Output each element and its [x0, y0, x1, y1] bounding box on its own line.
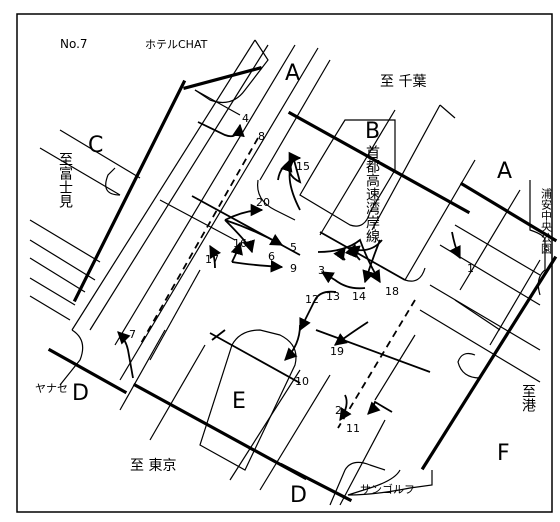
- expressway-island: [299, 119, 396, 227]
- road-letter-b: B: [365, 119, 380, 144]
- centerline-dashed-west: [139, 137, 259, 346]
- movement-number: 9: [290, 262, 297, 275]
- movement-number: 11: [346, 422, 360, 435]
- stop-lines: [47, 66, 558, 503]
- road-letter-e: E: [232, 389, 246, 414]
- movement-numbers: 1 2 3 4 5 6 7 8 9 10 11 12 13 14 15 16 1…: [129, 112, 474, 435]
- movement-number: 14: [352, 290, 366, 303]
- movement-number: 16: [233, 237, 247, 250]
- labels: No.7 ホテルCHAT 至 千葉 至富士見 首都高速湾岸線 浦安中央公園 ヤナ…: [35, 37, 553, 508]
- movement-number: 4: [242, 112, 249, 125]
- label-urayasu-park: 浦安中央公園: [540, 188, 553, 255]
- road-letter-f: F: [497, 441, 510, 466]
- movement-number: 6: [268, 250, 275, 263]
- road-letter-a-top: A: [285, 61, 300, 86]
- label-yanase: ヤナセ: [35, 382, 68, 395]
- movement-number: 7: [129, 328, 136, 341]
- road-letter-d-bottom: D: [290, 483, 307, 508]
- movement-number: 2: [335, 404, 342, 417]
- label-to-tokyo: 至 東京: [130, 458, 176, 474]
- label-to-fujimi: 至富士見: [57, 152, 73, 209]
- movement-number: 13: [326, 290, 340, 303]
- road-lines-crossing: [29, 89, 541, 383]
- movement-number: 12: [305, 293, 319, 306]
- road-letter-c: C: [88, 133, 103, 158]
- movement-number: 17: [205, 253, 219, 266]
- label-to-minato: 至港: [520, 384, 536, 412]
- movement-number: 1: [467, 262, 474, 275]
- movement-number: 19: [330, 345, 344, 358]
- movement-arrows: [117, 121, 461, 422]
- label-hotel-chat: ホテルCHAT: [145, 38, 208, 51]
- road-letter-d-left: D: [72, 381, 89, 406]
- movement-number: 8: [258, 130, 265, 143]
- figure-number: No.7: [60, 37, 88, 51]
- label-sungolf: サンゴルフ: [360, 482, 415, 496]
- median-island-south: [199, 329, 297, 471]
- movement-number: 5: [290, 241, 297, 254]
- centerline-dashed-east: [337, 299, 416, 429]
- movement-number: 10: [295, 375, 309, 388]
- label-expressway: 首都高速湾岸線: [364, 145, 380, 243]
- movement-number: 15: [296, 160, 310, 173]
- road-letter-a-right: A: [497, 159, 512, 184]
- movement-number: 3: [318, 264, 325, 277]
- movement-number: 18: [385, 285, 399, 298]
- label-to-chiba: 至 千葉: [380, 74, 426, 90]
- movement-number: 20: [256, 196, 270, 209]
